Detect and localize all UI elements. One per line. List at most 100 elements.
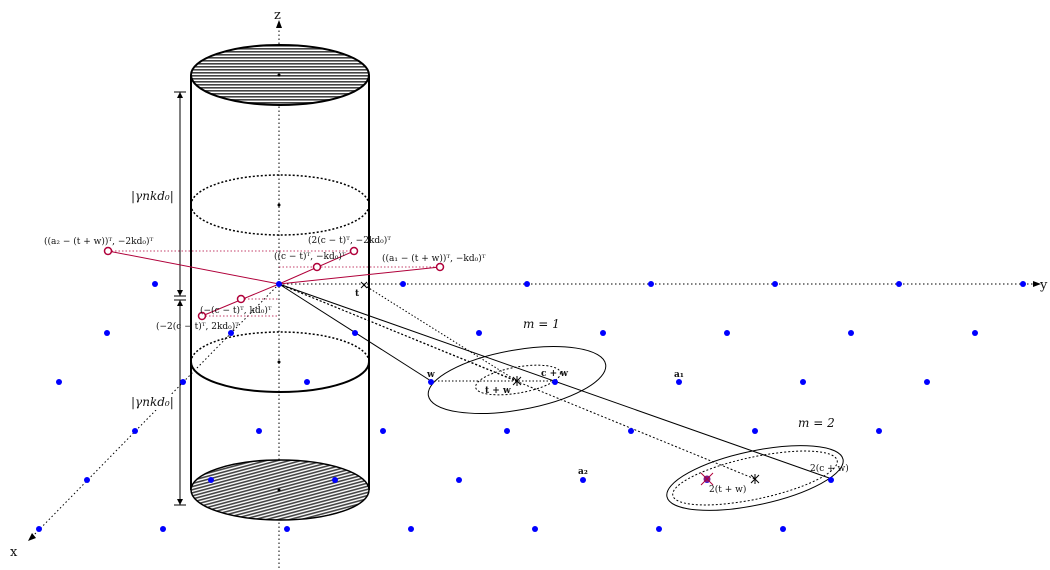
lattice-point [56, 379, 62, 385]
z-axis-label: z [274, 8, 281, 23]
lattice-point [408, 526, 414, 532]
vector-a2-end [103, 246, 113, 256]
m2-inner-ellipse [672, 450, 838, 506]
origin-point [276, 281, 282, 287]
upper-slice-back [190, 174, 370, 206]
dim-arrow [177, 290, 183, 296]
dim-label-bg [128, 188, 178, 204]
lattice-point [972, 330, 978, 336]
lattice-point [400, 281, 406, 287]
lattice-point [628, 428, 634, 434]
vectors [103, 246, 445, 321]
point-label-w: w [426, 370, 435, 380]
lattice-point [180, 379, 186, 385]
lattice-point [84, 477, 90, 483]
dim-arrow [177, 92, 183, 98]
region-label-m2: m = 2 [798, 416, 835, 430]
bottom-center-dot [277, 488, 281, 492]
vector-label-a1: ((a₁ − (t + w))ᵀ, −kd₀)ᵀ [382, 253, 486, 264]
vector-c-minus-t-down-end [236, 294, 246, 304]
lattice-point [428, 379, 434, 385]
lattice-point [284, 526, 290, 532]
special-markers [360, 281, 760, 486]
labels: ((a₂ − (t + w))ᵀ, −2kd₀)ᵀ (2(c − t)ᵀ, −2… [44, 235, 849, 495]
y-axis-arrow [1033, 281, 1041, 287]
y-axis-label: y [1039, 278, 1048, 293]
dim-arrow [177, 499, 183, 505]
lattice-point [600, 330, 606, 336]
lattice-point [228, 330, 234, 336]
vector-two-c-minus-t-up-end [349, 246, 359, 256]
top-center-dot [277, 73, 281, 77]
lower-dimension-label: |γnkd₀| [131, 395, 174, 409]
lower-slice-front [190, 361, 370, 393]
lattice-point [256, 428, 262, 434]
lattice-point [456, 477, 462, 483]
lattice-point [656, 526, 662, 532]
lattice-point [152, 281, 158, 287]
lower-slice-back [190, 331, 370, 363]
vector-a1 [278, 266, 441, 285]
lattice-point [876, 428, 882, 434]
lattice-point [380, 428, 386, 434]
point-label-c-plus-w: c + w [541, 369, 568, 379]
point-label-t: t [355, 289, 360, 299]
point-label-a2: a₂ [578, 467, 588, 477]
lattice-point [1020, 281, 1026, 287]
lattice-point [924, 379, 930, 385]
t-marker [360, 281, 368, 289]
lattice-point [36, 526, 42, 532]
lower-slice-center-dot [277, 360, 281, 364]
lattice-point [208, 477, 214, 483]
vector-two-c-minus-t-down-end [197, 311, 207, 321]
lattice-point [800, 379, 806, 385]
lattice-point [848, 330, 854, 336]
lattice-point [132, 428, 138, 434]
lattice-point [160, 526, 166, 532]
lattice-point [896, 281, 902, 287]
upper-dimension-label: |γnkd₀| [131, 189, 174, 203]
lattice-point [580, 477, 586, 483]
lattice-point [352, 330, 358, 336]
ellipses [427, 346, 844, 511]
point-label-two-t-plus-w: 2(t + w) [709, 484, 746, 495]
lattice-point [332, 477, 338, 483]
lattice-points [36, 281, 1026, 532]
lattice-point [532, 526, 538, 532]
vector-label-c-minus-t-up: ((c − t)ᵀ, −kd₀)ᵀ [274, 251, 346, 262]
m2-outer-ellipse [666, 445, 844, 511]
dim-label-bg [128, 394, 178, 410]
point-label-two-c-plus-w: 2(c + w) [810, 463, 849, 474]
region-label-m1: m = 1 [523, 317, 560, 331]
vector-label-two-c-minus-t-up: (2(c − t)ᵀ, −2kd₀)ᵀ [308, 235, 391, 246]
lattice-point [724, 330, 730, 336]
vector-a2 [107, 250, 280, 285]
vector-label-two-c-minus-t-down: (−2(c − t)ᵀ, 2kd₀)ᵀ [156, 321, 239, 332]
upper-slice-center-dot [277, 203, 281, 207]
t-to-t-plus-w [363, 284, 518, 382]
lattice-point [552, 379, 558, 385]
x-axis-label: x [10, 545, 18, 560]
dim-arrow [177, 300, 183, 306]
dimension-markers: |γnkd₀| |γnkd₀| [128, 91, 186, 506]
vector-label-a2: ((a₂ − (t + w))ᵀ, −2kd₀)ᵀ [44, 236, 153, 247]
vector-c-minus-t-up-end [312, 262, 322, 272]
axes: z y x [10, 8, 1048, 568]
point-label-a1: a₁ [674, 370, 684, 380]
lattice-point [676, 379, 682, 385]
lattice-point [476, 330, 482, 336]
vector-a1-end [435, 262, 445, 272]
lattice-point [524, 281, 530, 287]
vector-label-c-minus-t-down: (−(c − t)ᵀ, kd₀)ᵀ [200, 305, 272, 316]
m1-outer-ellipse [427, 346, 607, 414]
lattice-point [504, 428, 510, 434]
lattice-point [104, 330, 110, 336]
x-axis-arrow [28, 533, 36, 541]
purple-cross-marker [700, 472, 714, 486]
cylinder [190, 44, 370, 521]
point-label-t-plus-w: t + w [485, 386, 511, 396]
lattice-point [828, 477, 834, 483]
two-t-plus-w-marker [750, 474, 760, 484]
lattice-point [780, 526, 786, 532]
